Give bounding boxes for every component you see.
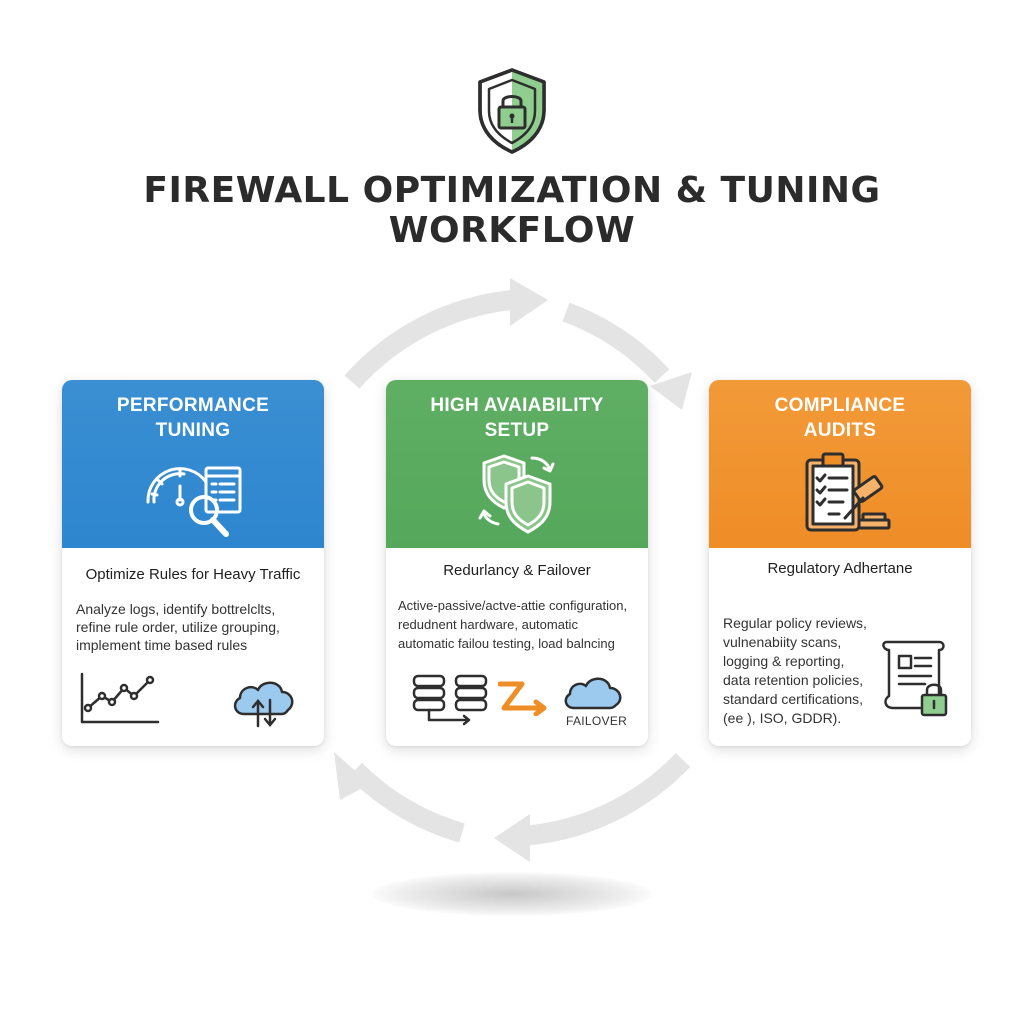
twin-shields-icon bbox=[478, 454, 555, 534]
compliance-audits-card: COMPLIANCE AUDITS Re bbox=[709, 380, 971, 746]
page-title: FIREWALL OPTIMIZATION & TUNING bbox=[143, 170, 881, 211]
high-availability-card: HIGH AVAIABILITY SETUP Redurlancy & Fail… bbox=[386, 380, 648, 746]
card-title: HIGH AVAIABILITY SETUP bbox=[430, 395, 604, 441]
card-subtitle: Redurlancy & Failover bbox=[443, 562, 591, 579]
card-header: COMPLIANCE AUDITS bbox=[709, 380, 971, 548]
arrow-head-bottom bbox=[494, 814, 530, 862]
clipboard-checklist-icon bbox=[805, 452, 891, 532]
arrow-head-right bbox=[650, 372, 692, 410]
failover-label: FAILOVER bbox=[566, 714, 628, 728]
line-chart-icon bbox=[80, 672, 160, 724]
cloud-icon bbox=[564, 677, 622, 710]
card-header: PERFORMANCE TUNING bbox=[62, 380, 324, 548]
switch-arrow-icon bbox=[498, 681, 547, 716]
speedometer-icon bbox=[146, 466, 242, 537]
card-title: PERFORMANCE TUNING bbox=[116, 395, 270, 441]
card-title: COMPLIANCE AUDITS bbox=[774, 395, 906, 441]
gavel-icon bbox=[843, 475, 891, 530]
floor-shadow bbox=[372, 872, 652, 916]
shield-lock-icon bbox=[478, 68, 546, 154]
card-body: Analyze logs, identify bottrelclts, refi… bbox=[76, 601, 280, 653]
document-lock-icon bbox=[882, 640, 948, 717]
card-body: Active-passive/actve-attie configuration… bbox=[398, 598, 628, 651]
performance-tuning-card: PERFORMANCE TUNING Optimize Rules bbox=[62, 380, 324, 746]
card-body: Regular policy reviews, vulnenabiity sca… bbox=[723, 615, 867, 726]
card-subtitle: Optimize Rules for Heavy Traffic bbox=[85, 566, 301, 583]
arrow-head-top bbox=[510, 278, 548, 326]
server-stack-icon bbox=[412, 674, 488, 726]
cloud-sync-icon bbox=[233, 681, 294, 728]
log-sheet-icon bbox=[204, 466, 242, 514]
page-title-line-2: WORKFLOW bbox=[388, 210, 636, 251]
card-header: HIGH AVAIABILITY SETUP bbox=[386, 380, 648, 548]
arrow-head-left bbox=[334, 752, 370, 800]
card-subtitle: Regulatory Adhertane bbox=[767, 560, 913, 577]
